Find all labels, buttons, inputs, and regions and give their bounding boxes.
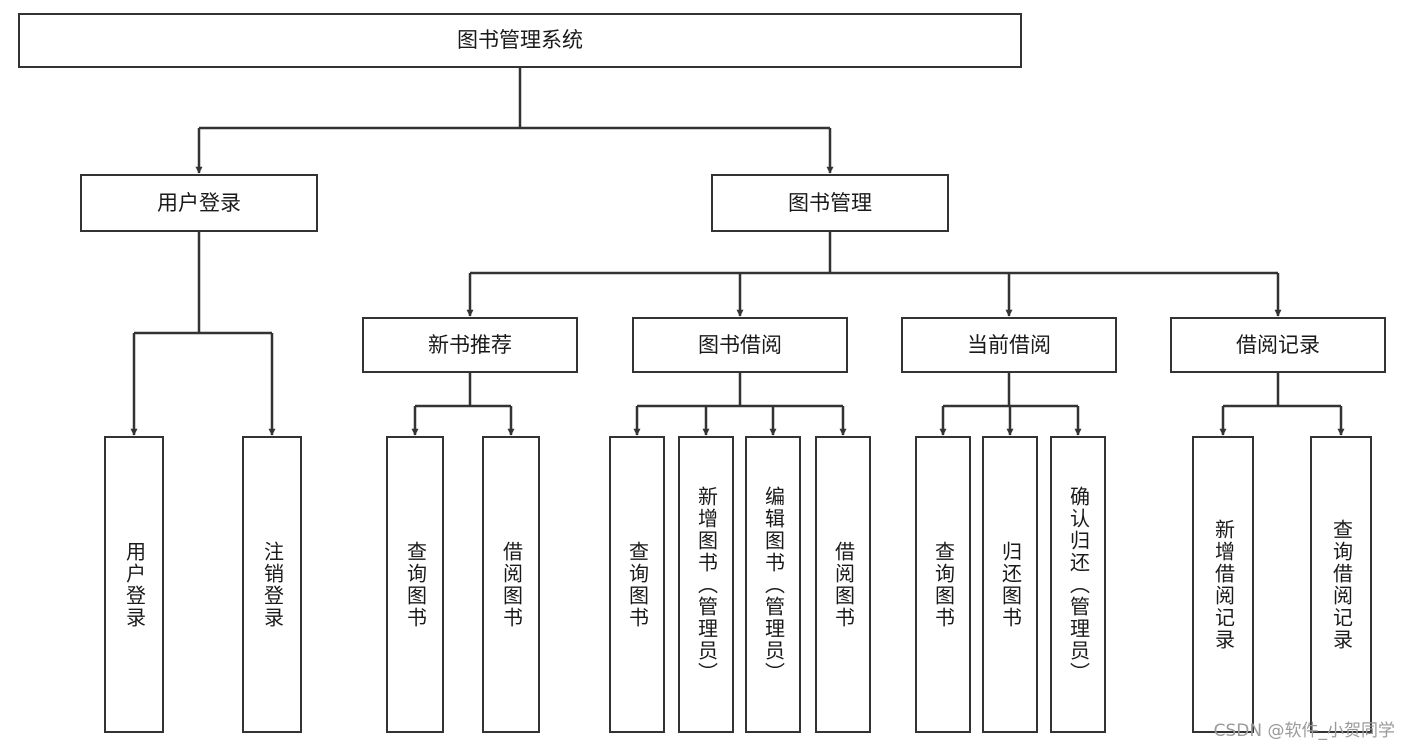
node-leaf-user-login[interactable]: 用户登录 bbox=[104, 436, 164, 733]
node-label-leaf-user-logout: 注销登录 bbox=[260, 540, 285, 629]
node-label-leaf-cb-return: 归还图书 bbox=[998, 540, 1023, 629]
node-label-leaf-cb-query: 查询图书 bbox=[931, 540, 956, 629]
node-leaf-bb-query[interactable]: 查询图书 bbox=[609, 436, 665, 733]
node-leaf-cb-return[interactable]: 归还图书 bbox=[982, 436, 1038, 733]
node-book-manage[interactable]: 图书管理 bbox=[711, 174, 949, 232]
node-label-current-borrow: 当前借阅 bbox=[967, 332, 1051, 357]
node-label-book-manage: 图书管理 bbox=[788, 190, 872, 215]
node-label-user-login: 用户登录 bbox=[157, 190, 241, 215]
node-label-leaf-br-add: 新增借阅记录 bbox=[1211, 518, 1236, 651]
node-label-leaf-rec-borrow: 借阅图书 bbox=[499, 540, 524, 629]
node-user-login[interactable]: 用户登录 bbox=[80, 174, 318, 232]
node-label-new-book-rec: 新书推荐 bbox=[428, 332, 512, 357]
node-leaf-br-add[interactable]: 新增借阅记录 bbox=[1192, 436, 1254, 733]
node-leaf-rec-borrow[interactable]: 借阅图书 bbox=[482, 436, 540, 733]
node-leaf-br-query[interactable]: 查询借阅记录 bbox=[1310, 436, 1372, 733]
node-label-leaf-bb-add: 新增图书（管理员） bbox=[694, 485, 719, 684]
node-leaf-cb-query[interactable]: 查询图书 bbox=[915, 436, 971, 733]
node-current-borrow[interactable]: 当前借阅 bbox=[901, 317, 1117, 373]
watermark: CSDN @软件_小贺同学 bbox=[1213, 721, 1395, 741]
node-label-leaf-rec-query: 查询图书 bbox=[403, 540, 428, 629]
node-label-leaf-bb-borrow: 借阅图书 bbox=[831, 540, 856, 629]
node-leaf-cb-confirm[interactable]: 确认归还（管理员） bbox=[1050, 436, 1106, 733]
node-leaf-bb-edit[interactable]: 编辑图书（管理员） bbox=[745, 436, 801, 733]
node-label-leaf-user-login: 用户登录 bbox=[122, 540, 147, 629]
node-borrow-record[interactable]: 借阅记录 bbox=[1170, 317, 1386, 373]
node-leaf-rec-query[interactable]: 查询图书 bbox=[386, 436, 444, 733]
node-label-leaf-bb-edit: 编辑图书（管理员） bbox=[761, 485, 786, 684]
node-label-leaf-bb-query: 查询图书 bbox=[625, 540, 650, 629]
node-leaf-bb-add[interactable]: 新增图书（管理员） bbox=[678, 436, 734, 733]
node-leaf-user-logout[interactable]: 注销登录 bbox=[242, 436, 302, 733]
node-label-leaf-cb-confirm: 确认归还（管理员） bbox=[1066, 485, 1091, 684]
node-label-root: 图书管理系统 bbox=[457, 28, 583, 53]
node-book-borrow[interactable]: 图书借阅 bbox=[632, 317, 848, 373]
node-root[interactable]: 图书管理系统 bbox=[18, 13, 1022, 68]
node-new-book-rec[interactable]: 新书推荐 bbox=[362, 317, 578, 373]
node-label-borrow-record: 借阅记录 bbox=[1236, 332, 1320, 357]
node-label-book-borrow: 图书借阅 bbox=[698, 332, 782, 357]
node-label-leaf-br-query: 查询借阅记录 bbox=[1329, 518, 1354, 651]
node-leaf-bb-borrow[interactable]: 借阅图书 bbox=[815, 436, 871, 733]
